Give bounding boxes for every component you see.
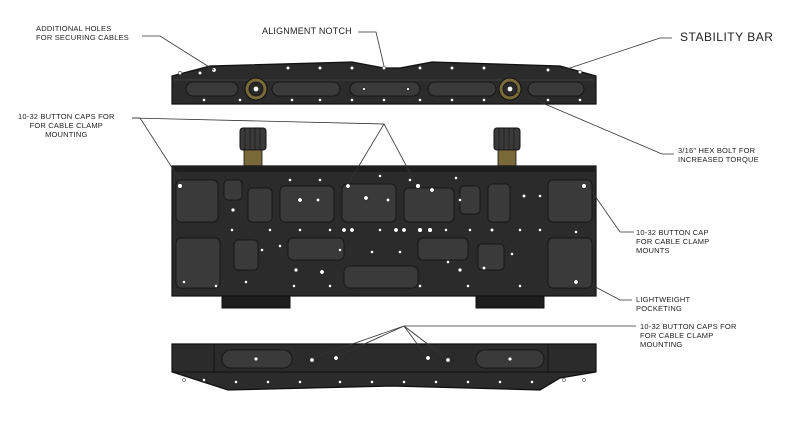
hex-bolt-top-right [498, 77, 522, 101]
standing-bolt-right [493, 127, 521, 167]
label-lightweight-pocketing: LIGHTWEIGHT POCKETING [636, 295, 691, 313]
label-alignment-notch: ALIGNMENT NOTCH [262, 26, 352, 36]
label-stability-bar: STABILITY BAR [680, 30, 774, 44]
standing-bolt-left [239, 127, 267, 167]
leader-lines [131, 31, 674, 359]
label-button-caps-bottom: 10-32 BUTTON CAPS FOR FOR CABLE CLAMP MO… [640, 322, 737, 349]
hex-bolt-top-left [244, 77, 268, 101]
label-hex-bolt: 3/16" HEX BOLT FOR INCREASED TORQUE [678, 146, 759, 164]
stability-bar [171, 61, 597, 105]
label-button-caps-top: 10-32 BUTTON CAPS FOR FOR CABLE CLAMP MO… [18, 112, 115, 139]
bottom-bar [171, 343, 597, 391]
label-button-cap-right: 10-32 BUTTON CAP FOR CABLE CLAMP MOUNTS [636, 228, 710, 255]
lightweight-pockets [175, 179, 593, 289]
label-additional-holes: ADDITIONAL HOLES FOR SECURING CABLES [36, 24, 129, 42]
main-plate [171, 165, 597, 309]
